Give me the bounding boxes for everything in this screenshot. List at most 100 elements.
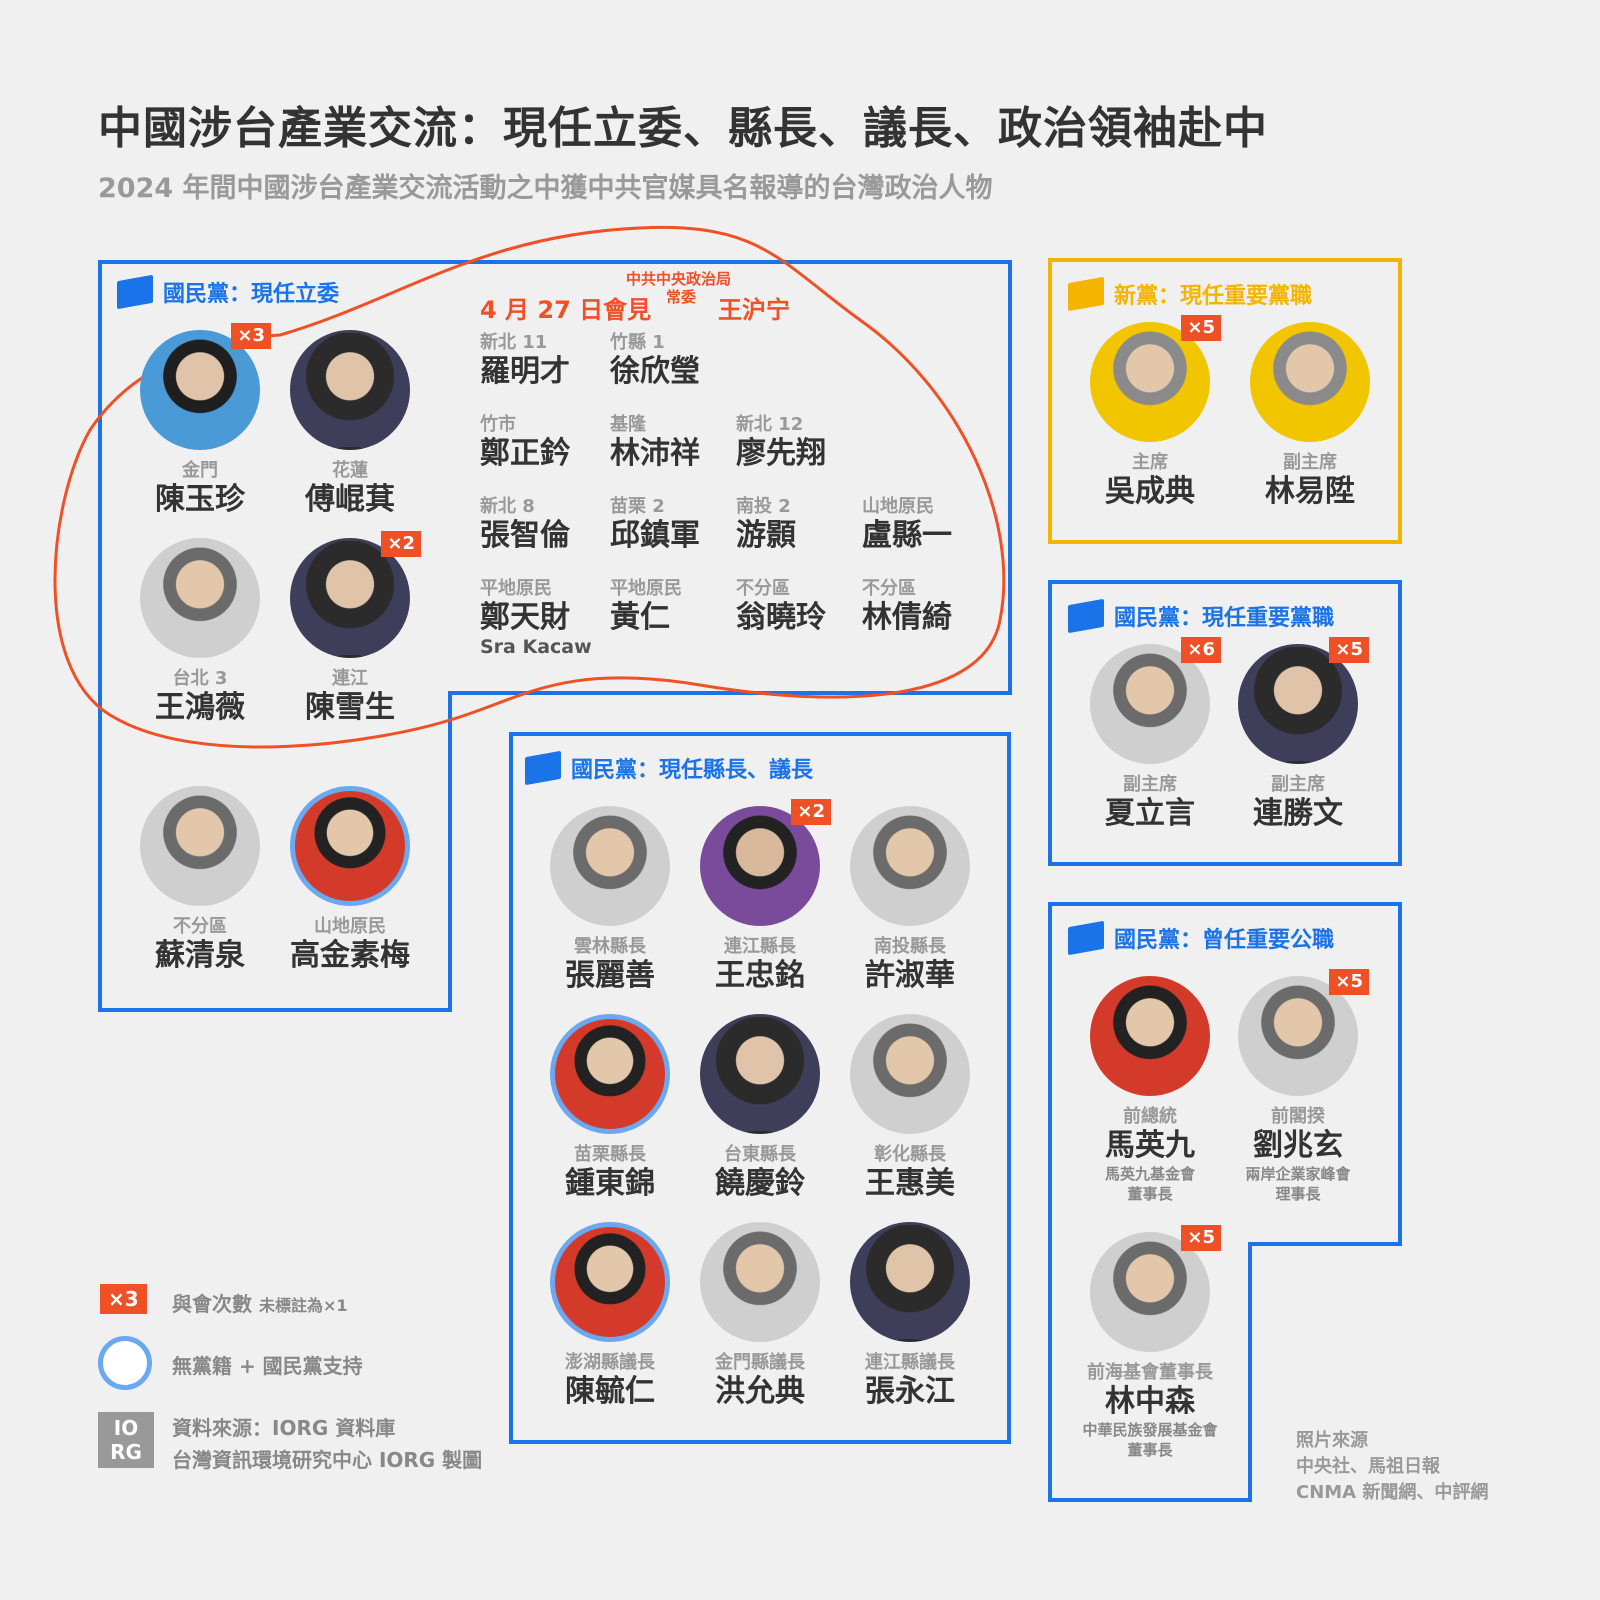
person-name: 蘇清泉 <box>155 938 245 973</box>
kmt-legislators-header-label: 國民黨：現任立委 <box>163 282 340 307</box>
person-role: 澎湖縣議長 <box>565 1352 655 1373</box>
legislator-name: 廖先翔 <box>736 436 826 471</box>
person-note: 董事長 <box>1127 1441 1173 1459</box>
kmt-party-box <box>1048 580 1402 866</box>
iorg-logo: IO RG <box>98 1412 154 1468</box>
person-name: 陳毓仁 <box>565 1374 655 1409</box>
person-role: 副主席 <box>1283 452 1337 473</box>
person-note: 董事長 <box>1127 1185 1173 1203</box>
legislator-name: 翁曉玲 <box>736 600 826 635</box>
legislator-district: 新北 8 <box>480 496 535 517</box>
person-card: ×5 前閣揆 劉兆玄 兩岸企業家峰會 理事長 <box>1218 969 1378 1204</box>
person-note: 兩岸企業家峰會 <box>1245 1165 1351 1183</box>
legislator-name: 林倩綺 <box>862 600 952 635</box>
person-photo <box>290 330 410 450</box>
person-role: 苗栗縣長 <box>574 1144 646 1165</box>
kmt-county-header: 國民黨：現任縣長、議長 <box>525 750 814 786</box>
new-party-header-label: 新黨：現任重要黨職 <box>1114 284 1313 309</box>
person-name: 陳玉珍 <box>155 482 245 517</box>
person-card: 台東縣長 饒慶鈴 <box>680 1014 840 1202</box>
person-card: ×5 主席 吳成典 <box>1070 315 1230 510</box>
person-note: 理事長 <box>1275 1185 1321 1203</box>
attendance-badge: ×6 <box>1181 637 1221 663</box>
legislator-entry: 基隆 林沛祥 <box>610 410 740 472</box>
legislator-district: 新北 12 <box>736 414 804 435</box>
person-photo <box>1090 976 1210 1096</box>
person-name: 鍾東錦 <box>565 1166 655 1201</box>
legislator-district: 不分區 <box>862 578 916 599</box>
attendance-badge: ×5 <box>1181 315 1221 341</box>
legend-circle-label: 無黨籍 + 國民黨支持 <box>172 1354 363 1378</box>
legislator-entry: 新北 12 廖先翔 <box>736 410 866 472</box>
person-note: 中華民族發展基金會 <box>1082 1421 1218 1439</box>
kmt-flag-icon <box>1068 920 1104 956</box>
person-photo <box>700 1014 820 1134</box>
legend-count-note: 未標註為×1 <box>258 1296 348 1315</box>
page-subtitle: 2024 年間中國涉台產業交流活動之中獲中共官媒具名報導的台灣政治人物 <box>98 173 993 204</box>
legislator-district: 南投 2 <box>736 496 791 517</box>
person-role: 山地原民 <box>314 916 386 937</box>
photo-credit-line1: 照片來源 <box>1296 1430 1368 1451</box>
legislator-entry: 新北 8 張智倫 <box>480 492 610 554</box>
legislator-entry: 平地原民 黃仁 <box>610 574 740 636</box>
legislator-name: 游顥 <box>736 518 796 553</box>
person-card: 南投縣長 許淑華 <box>830 806 990 994</box>
person-name: 傅崐萁 <box>305 482 395 517</box>
logo-line2: RG <box>110 1440 142 1464</box>
person-photo <box>850 806 970 926</box>
legislator-name: 盧縣一 <box>862 518 952 553</box>
legislator-entry: 苗栗 2 邱鎮軍 <box>610 492 740 554</box>
person-card: 苗栗縣長 鍾東錦 <box>530 1014 690 1202</box>
kmt-county-header-label: 國民黨：現任縣長、議長 <box>571 758 814 783</box>
legislator-entry: 平地原民 鄭天財 Sra Kacaw <box>480 574 610 658</box>
legislator-district: 不分區 <box>736 578 790 599</box>
person-card: 連江縣議長 張永江 <box>830 1222 990 1410</box>
legislator-name: 羅明才 <box>480 354 570 389</box>
person-name: 王鴻薇 <box>155 690 245 725</box>
person-card: ×6 副主席 夏立言 <box>1070 637 1230 832</box>
person-card: 金門縣議長 洪允典 <box>680 1222 840 1410</box>
person-name: 饒慶鈴 <box>715 1166 805 1201</box>
person-photo: ×2 <box>290 531 421 658</box>
person-role: 台東縣長 <box>724 1144 796 1165</box>
meeting-date: 4 月 27 日會見 <box>480 296 652 324</box>
person-photo: ×2 <box>700 799 831 926</box>
person-role: 連江縣長 <box>724 936 796 957</box>
person-card: 台北 3 王鴻薇 <box>120 538 280 726</box>
person-name: 陳雪生 <box>305 690 395 725</box>
person-role: 副主席 <box>1271 774 1325 795</box>
legislator-indigenous-name: Sra Kacaw <box>480 636 592 658</box>
legislator-entry: 山地原民 盧縣一 <box>862 492 992 554</box>
person-photo: ×5 <box>1238 969 1369 1096</box>
attendance-badge: ×5 <box>1329 637 1369 663</box>
person-photo <box>550 1014 670 1134</box>
kmt-county-box <box>509 732 1011 1444</box>
kmt-former-header: 國民黨：曾任重要公職 <box>1068 920 1334 956</box>
person-role: 花蓮 <box>332 460 368 481</box>
person-photo <box>550 806 670 926</box>
meeting-person: 王沪宁 <box>718 296 790 324</box>
legislator-district: 竹市 <box>480 414 516 435</box>
person-role: 連江 <box>332 668 368 689</box>
legislator-district: 苗栗 2 <box>610 496 665 517</box>
legislator-district: 新北 11 <box>480 332 548 353</box>
legislator-name: 林沛祥 <box>610 436 700 471</box>
legislator-name: 邱鎮軍 <box>610 518 700 553</box>
person-card: ×5 副主席 連勝文 <box>1218 637 1378 832</box>
person-card: 澎湖縣議長 陳毓仁 <box>530 1222 690 1410</box>
person-card: ×2 連江 陳雪生 <box>270 531 430 726</box>
attendance-badge: ×2 <box>381 531 421 557</box>
person-role: 南投縣長 <box>874 936 946 957</box>
legislator-district: 平地原民 <box>610 578 682 599</box>
person-photo: ×6 <box>1090 637 1221 764</box>
person-name: 張麗善 <box>565 958 655 993</box>
person-role: 雲林縣長 <box>574 936 646 957</box>
legislator-entry: 南投 2 游顥 <box>736 492 866 554</box>
person-card: 山地原民 高金素梅 <box>270 786 430 974</box>
new-party-header: 新黨：現任重要黨職 <box>1068 276 1313 312</box>
meeting-org-line1: 中共中央政治局 <box>626 270 732 288</box>
person-card: 前總統 馬英九 馬英九基金會 董事長 <box>1070 976 1230 1204</box>
legislator-name: 張智倫 <box>480 518 570 553</box>
legislator-district: 山地原民 <box>862 496 934 517</box>
